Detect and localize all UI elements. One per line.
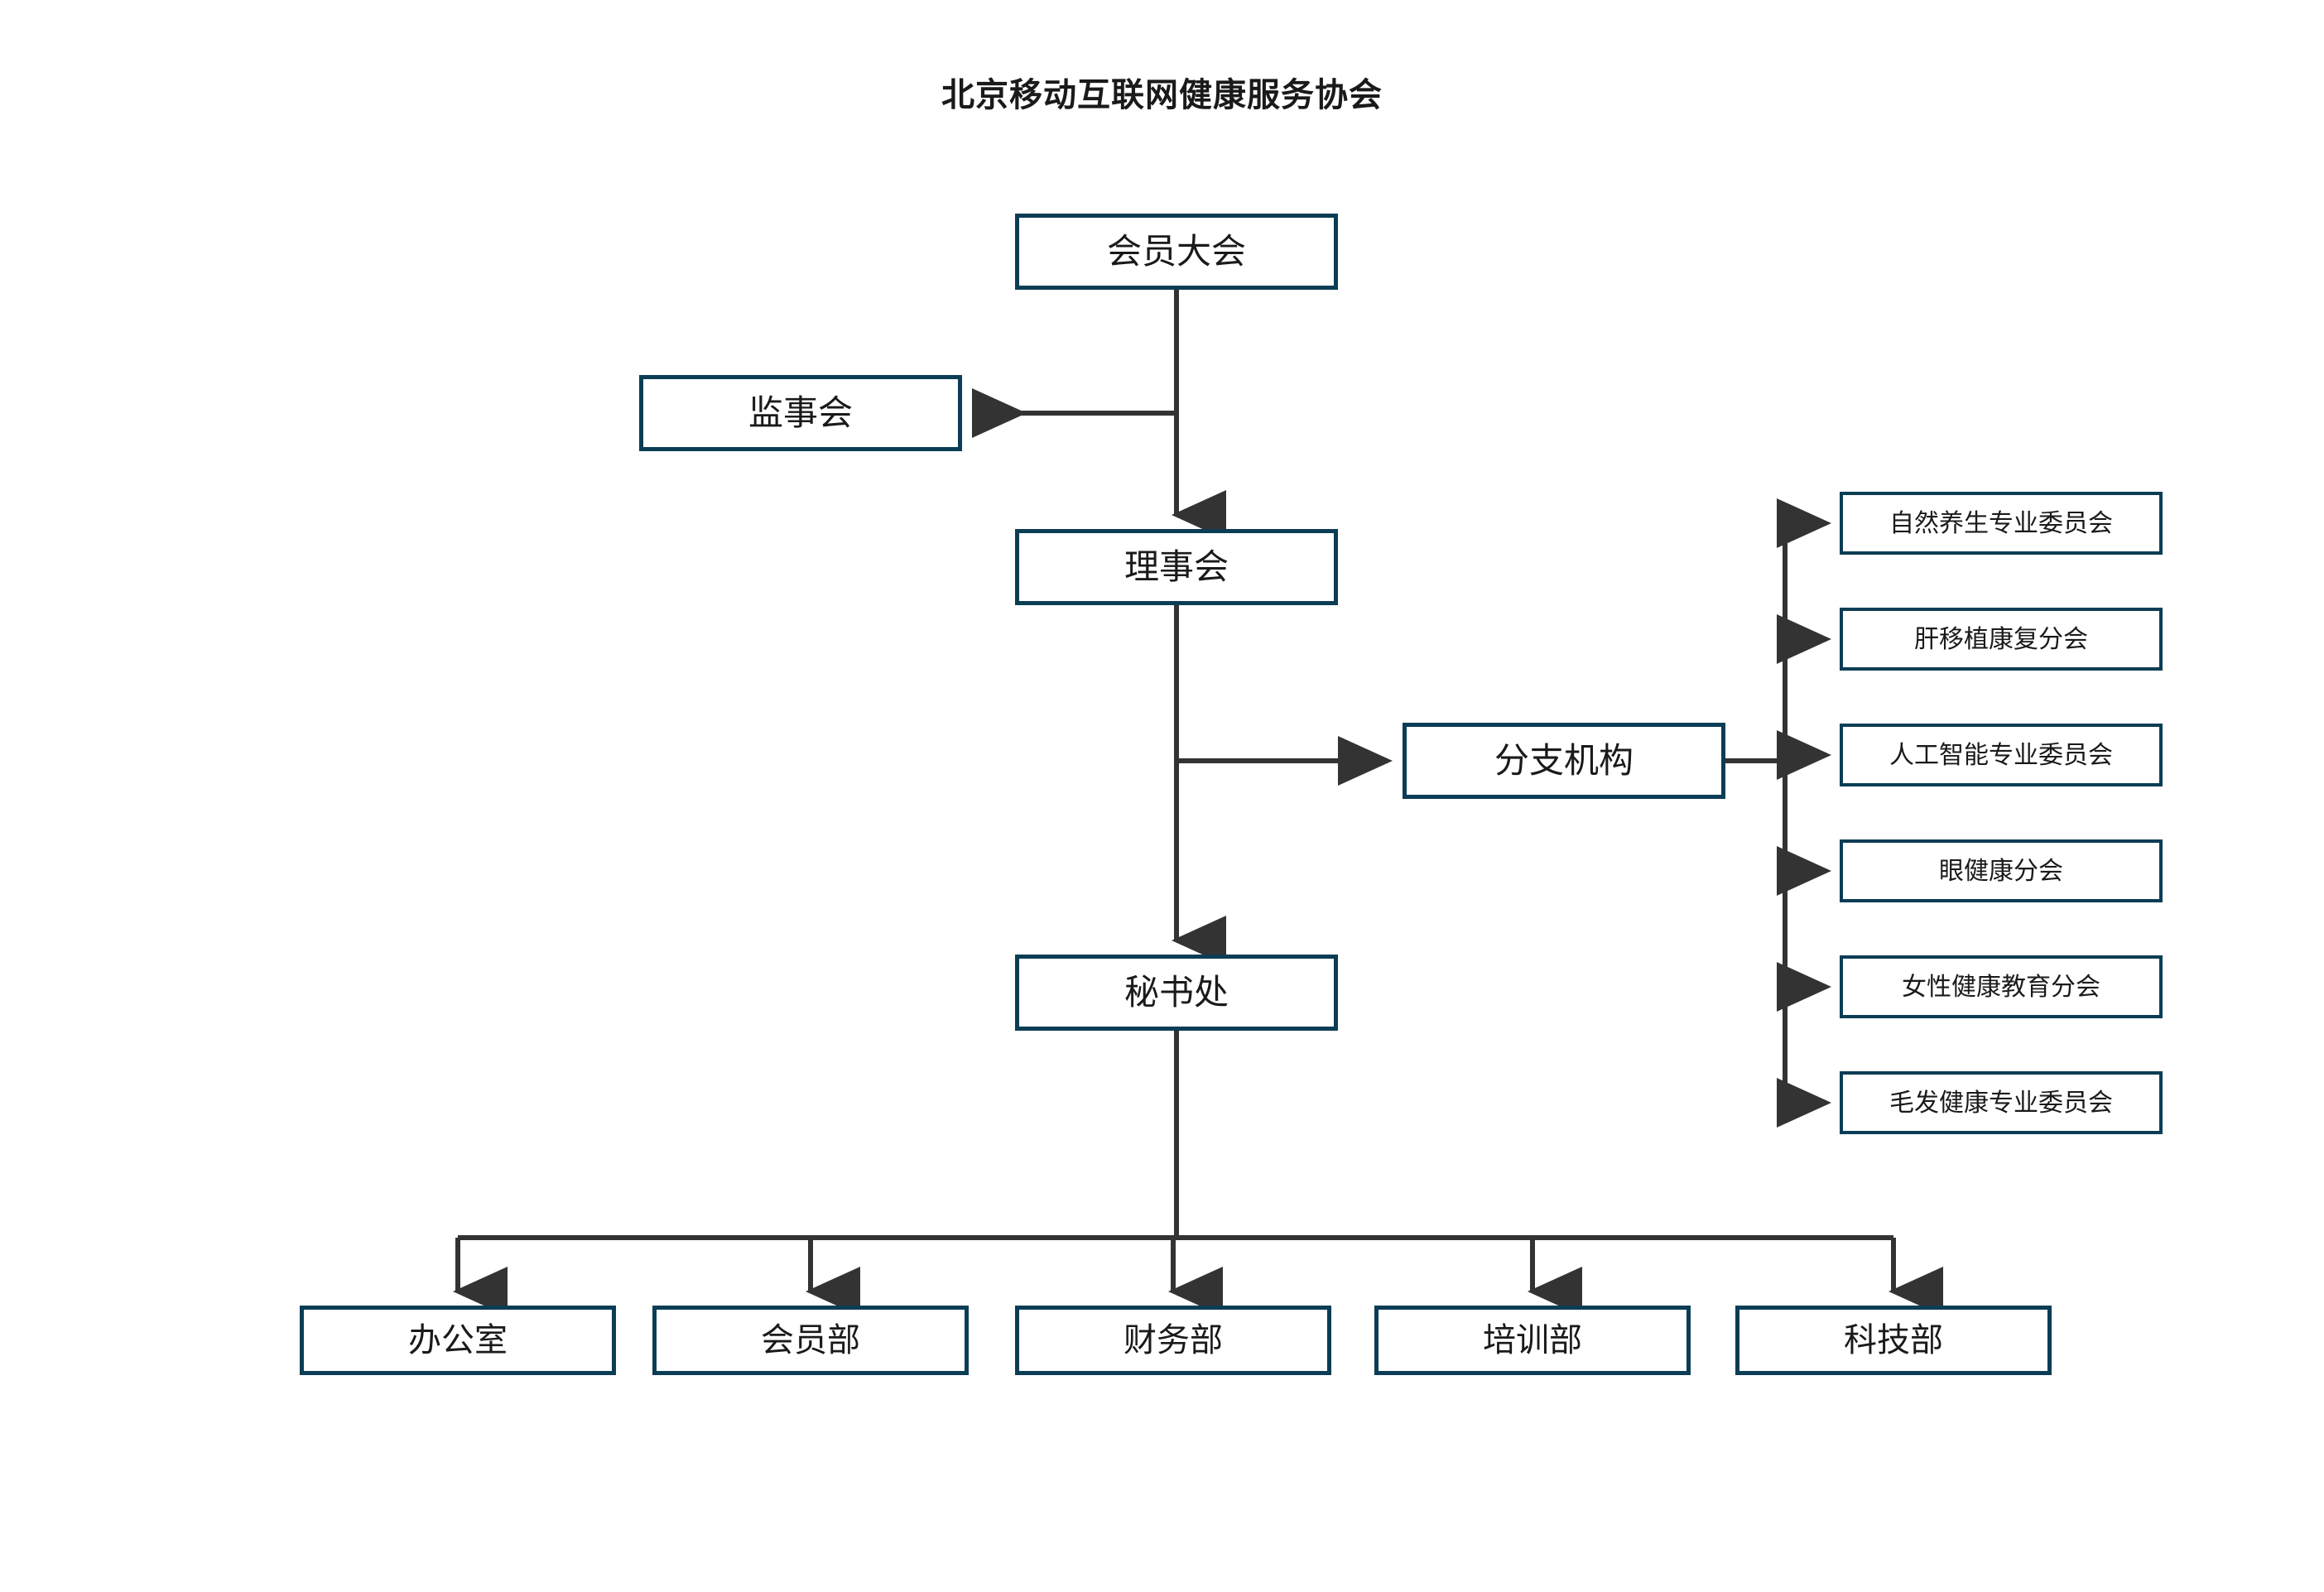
node-office[interactable]: 办公室 <box>300 1306 616 1375</box>
page-title: 北京移动互联网健康服务协会 <box>941 77 1383 113</box>
node-natural-health-committee[interactable]: 自然养生专业委员会 <box>1840 492 2163 555</box>
node-label: 秘书处 <box>1124 972 1229 1012</box>
node-label: 财务部 <box>1124 1322 1223 1359</box>
node-label: 会员大会 <box>1106 231 1246 271</box>
node-label: 理事会 <box>1124 546 1229 586</box>
node-label: 监事会 <box>748 392 853 432</box>
node-finance-department[interactable]: 财务部 <box>1015 1306 1331 1375</box>
node-council[interactable]: 理事会 <box>1015 529 1338 605</box>
node-womens-health-education-branch[interactable]: 女性健康教育分会 <box>1840 955 2163 1018</box>
node-members-assembly[interactable]: 会员大会 <box>1015 214 1338 290</box>
node-liver-transplant-branch[interactable]: 肝移植康复分会 <box>1840 608 2163 671</box>
node-hair-health-committee[interactable]: 毛发健康专业委员会 <box>1840 1071 2163 1134</box>
node-label: 自然养生专业委员会 <box>1889 509 2113 537</box>
node-secretariat[interactable]: 秘书处 <box>1015 955 1338 1031</box>
node-label: 分支机构 <box>1494 740 1634 780</box>
node-label: 人工智能专业委员会 <box>1889 741 2113 769</box>
node-label: 会员部 <box>761 1322 860 1359</box>
node-training-department[interactable]: 培训部 <box>1374 1306 1691 1375</box>
node-label: 眼健康分会 <box>1939 857 2063 885</box>
node-label: 毛发健康专业委员会 <box>1889 1089 2113 1117</box>
node-branches[interactable]: 分支机构 <box>1403 723 1725 799</box>
node-label: 办公室 <box>408 1322 508 1359</box>
node-membership-department[interactable]: 会员部 <box>652 1306 969 1375</box>
node-label: 肝移植康复分会 <box>1914 625 2088 653</box>
node-eye-health-branch[interactable]: 眼健康分会 <box>1840 839 2163 902</box>
node-label: 科技部 <box>1844 1322 1943 1359</box>
node-ai-committee[interactable]: 人工智能专业委员会 <box>1840 724 2163 786</box>
node-label: 培训部 <box>1483 1322 1582 1359</box>
node-supervisory-board[interactable]: 监事会 <box>639 375 962 451</box>
node-technology-department[interactable]: 科技部 <box>1735 1306 2052 1375</box>
node-label: 女性健康教育分会 <box>1902 973 2100 1001</box>
